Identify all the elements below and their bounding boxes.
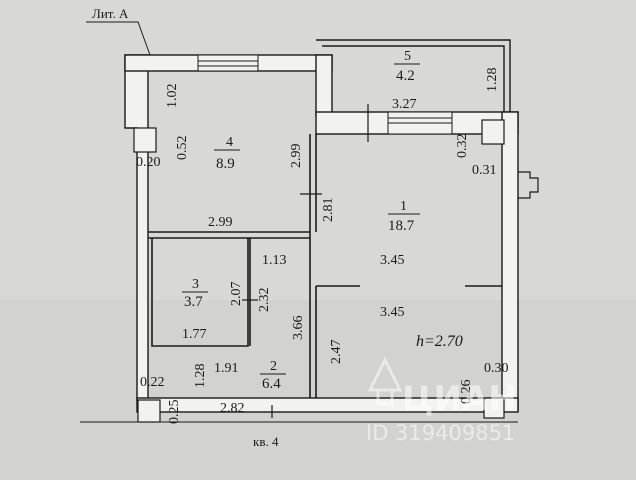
shaft-bottom-right <box>483 397 505 419</box>
watermark: ЦИАН ID 319409851 <box>366 356 517 445</box>
ceiling-height-label: h=2.70 <box>416 333 463 350</box>
watermark-brand: ЦИАН <box>402 379 517 419</box>
dimension-label: 1.02 <box>165 84 180 109</box>
dimension-label: 1.13 <box>262 253 287 268</box>
dimension-label: 2.32 <box>257 288 272 313</box>
dimension-label: 0.25 <box>167 400 182 425</box>
dimension-label: 2.99 <box>289 144 304 169</box>
shaft-right <box>481 119 505 145</box>
building-letter-label: Лит. А <box>92 6 129 21</box>
dimension-label: 2.99 <box>208 215 233 230</box>
wall-top-mid <box>315 54 333 116</box>
wall-right-notch <box>518 171 539 199</box>
dimension-label: 3.45 <box>380 305 405 320</box>
interior-walls <box>148 134 502 398</box>
room-4-number: 4 <box>226 135 233 150</box>
dimension-label: 2.07 <box>229 282 244 307</box>
door-ticks <box>242 193 322 418</box>
wall-bottom <box>136 397 519 413</box>
dimension-label: 2.47 <box>329 340 344 365</box>
balcony <box>316 39 511 112</box>
shaft-left <box>133 127 157 153</box>
room-1-area: 18.7 <box>388 218 415 234</box>
dimension-label: 1.91 <box>214 361 239 376</box>
room-4-area: 8.9 <box>216 156 235 172</box>
dimension-label: 3.45 <box>380 253 405 268</box>
dimension-label: 0.20 <box>136 155 161 170</box>
window-top <box>197 54 259 72</box>
dimension-label: 2.81 <box>321 198 336 223</box>
dimension-label: 0.22 <box>140 375 165 390</box>
dimension-label: 3.66 <box>291 316 306 341</box>
room-3-area: 3.7 <box>184 294 203 310</box>
title-leader <box>86 21 151 56</box>
room-3-number: 3 <box>192 277 199 292</box>
dimension-label: 1.28 <box>193 364 208 389</box>
room-2-area: 6.4 <box>262 376 281 392</box>
room-5-number: 5 <box>404 49 411 64</box>
dimension-label: 0.30 <box>484 361 509 376</box>
dimension-label: 2.82 <box>220 401 245 416</box>
shaft-bottom-left <box>137 399 161 423</box>
paper-shadow <box>0 300 636 480</box>
apartment-label: кв. 4 <box>253 434 279 449</box>
dimension-label: 0.52 <box>175 136 190 161</box>
window-balcony <box>367 104 453 142</box>
room-2-number: 2 <box>270 359 277 374</box>
dimension-label: 0.32 <box>455 134 470 159</box>
dimension-label: 3.27 <box>392 97 417 112</box>
watermark-logo-icon <box>367 356 403 406</box>
room-5-area: 4.2 <box>396 68 415 84</box>
dimension-label: 1.28 <box>485 68 500 93</box>
dimension-label: 0.26 <box>459 380 474 405</box>
room-1-number: 1 <box>400 199 407 214</box>
watermark-id: ID 319409851 <box>366 421 515 445</box>
dimension-label: 0.31 <box>472 163 497 178</box>
dimension-label: 1.77 <box>182 327 207 342</box>
